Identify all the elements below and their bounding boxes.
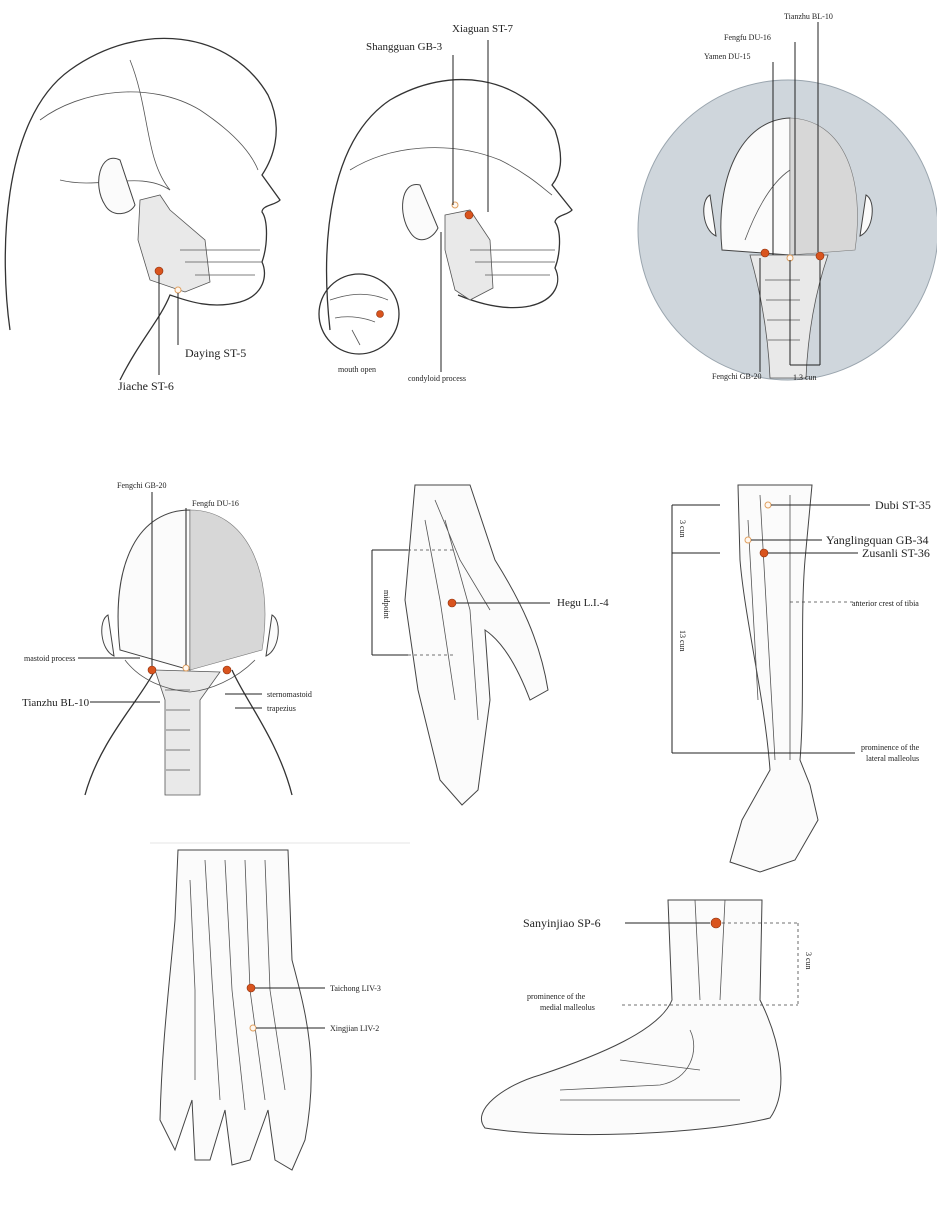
hegu-label: Hegu L.I.-4 [557,597,609,609]
leg-cun13-label: 13 cun [678,630,687,652]
tianzhu-occiput-point [816,252,824,260]
jiache-label: Jiache ST-6 [118,379,174,393]
panel-leg: Dubi ST-35 Yanglingquan GB-34 Zusanli ST… [672,485,931,872]
zusanli-point [760,549,768,557]
ankle-cun3-label: 3 cun [804,952,813,970]
mouth-open-inset [319,274,399,354]
fengchi-occiput-point [761,249,769,257]
sanyinjiao-label: Sanyinjiao SP-6 [523,916,601,930]
lateral-malleolus-label-1: prominence of the [861,743,920,752]
tianzhu-back-label: Tianzhu BL-10 [22,697,90,709]
leg-cun3-label: 3 cun [678,520,687,538]
panel-foot-top: Taichong LIV-3 Xingjian LIV-2 [150,843,410,1170]
shangguan-label: Shangguan GB-3 [366,41,443,53]
mouth-open-label: mouth open [338,365,376,374]
taichong-point [247,984,255,992]
medial-malleolus-label-1: prominence of the [527,992,586,1001]
lateral-malleolus-label-2: lateral malleolus [866,754,919,763]
jiache-point [155,267,163,275]
fengchi-occiput-label: Fengchi GB-20 [712,372,762,381]
inset-point [377,311,384,318]
panel-ankle: Sanyinjiao SP-6 3 cun prominence of the … [481,900,813,1135]
panel-occiput: Tianzhu BL-10 Fengfu DU-16 Yamen DU-15 F… [638,12,937,382]
tianzhu-occiput-label: Tianzhu BL-10 [784,12,833,21]
tibia-label: anterior crest of tibia [852,599,919,608]
fengfu-occiput-label: Fengfu DU-16 [724,33,771,42]
medial-malleolus-label-2: medial malleolus [540,1003,595,1012]
panel-hand: Hegu L.I.-4 midpoint [372,485,609,805]
taichong-label: Taichong LIV-3 [330,984,381,993]
fengchi-back-point [148,666,156,674]
panel-jaw: Daying ST-5 Jiache ST-6 [5,38,280,393]
xiaguan-point [465,211,473,219]
panel-back-head: Fengchi GB-20 Fengfu DU-16 mastoid proce… [22,481,312,795]
occiput-cun-label: 1.3 cun [793,373,817,382]
condyloid-label: condyloid process [408,374,466,383]
zusanli-label: Zusanli ST-36 [862,546,930,560]
trapezius-label: trapezius [267,704,296,713]
daying-label: Daying ST-5 [185,346,246,360]
yanglingquan-point [745,537,751,543]
yanglingquan-label: Yanglingquan GB-34 [826,533,928,547]
xingjian-point [250,1025,256,1031]
dubi-point [765,502,771,508]
sanyinjiao-point [711,918,721,928]
sterno-label: sternomastoid [267,690,312,699]
daying-point [175,287,181,293]
xingjian-label: Xingjian LIV-2 [330,1024,379,1033]
mastoid-label: mastoid process [24,654,75,663]
dubi-label: Dubi ST-35 [875,498,931,512]
yamen-label: Yamen DU-15 [704,52,751,61]
panel-temple: Xiaguan ST-7 Shangguan GB-3 mouth open c… [319,23,572,383]
xiaguan-label: Xiaguan ST-7 [452,23,514,35]
midpoint-label: midpoint [382,590,391,620]
fengfu-back-point [183,665,189,671]
tianzhu-back-point [223,666,231,674]
fengfu-back-label: Fengfu DU-16 [192,499,239,508]
hegu-point [448,599,456,607]
fengchi-back-label: Fengchi GB-20 [117,481,167,490]
